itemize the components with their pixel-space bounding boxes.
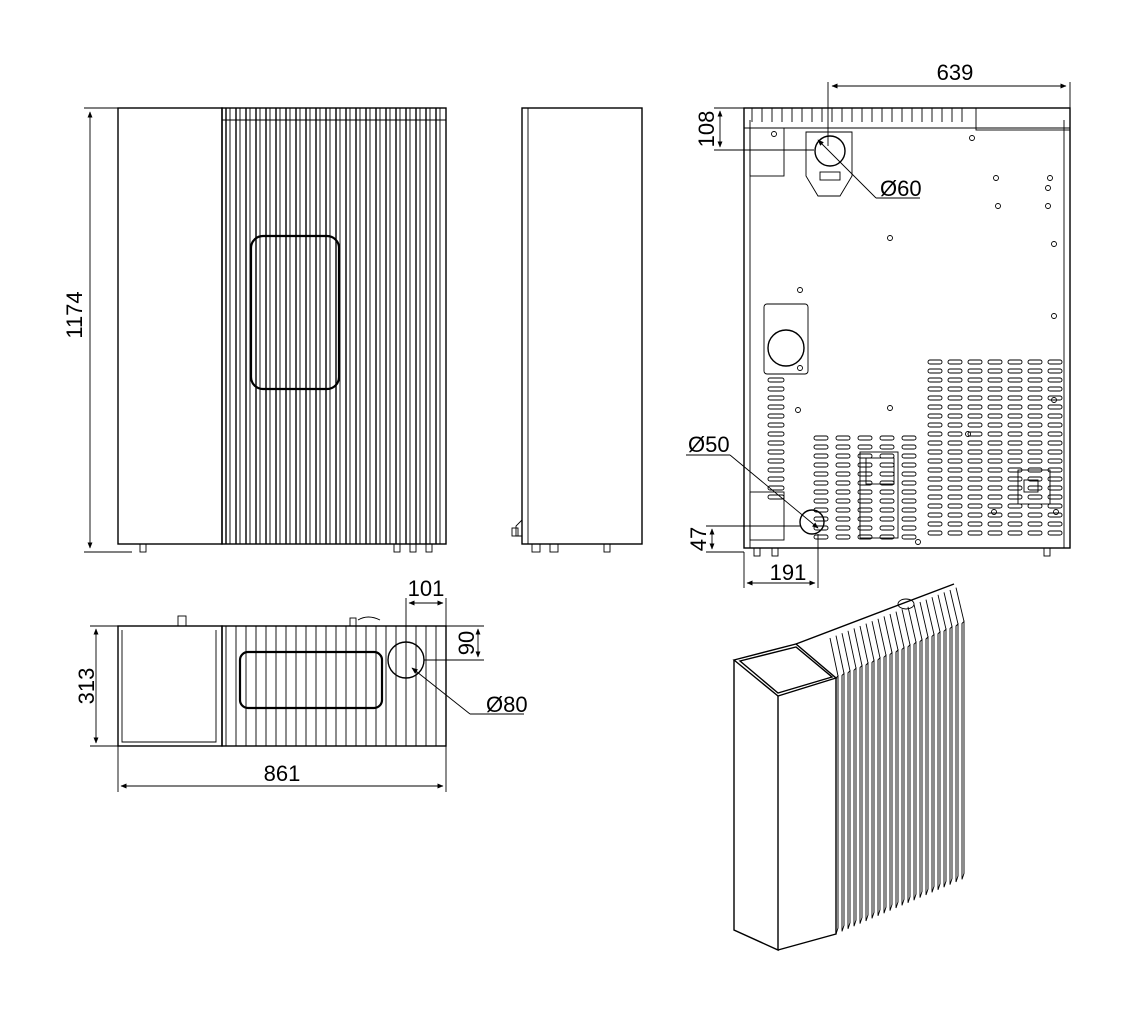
side-feet — [531, 543, 611, 553]
dim-top-flue-x-label: 101 — [408, 576, 445, 601]
dim-top-width: 861 — [117, 746, 447, 792]
dim-top-flue-y: 90 — [424, 625, 484, 661]
dim-top-width-label: 861 — [264, 761, 301, 786]
dim-height: 1174 — [62, 107, 132, 553]
dim-rear-flue-label: Ø60 — [880, 176, 922, 201]
dim-rear-top-offset-label: 108 — [694, 111, 719, 148]
isometric-view — [732, 583, 965, 952]
dim-rear-inlet: Ø50 — [686, 432, 819, 529]
dim-rear-depth-label: 639 — [937, 60, 974, 85]
dim-rear-flue: Ø60 — [817, 139, 922, 201]
rear-view: 639 108 Ø60 Ø50 47 — [686, 60, 1071, 588]
front-feet — [139, 543, 433, 553]
front-view: 1174 — [62, 107, 447, 553]
dim-top-flue-diameter: Ø80 — [411, 667, 528, 717]
dim-top-depth-label: 313 — [74, 668, 99, 705]
dim-height-label: 1174 — [62, 291, 87, 338]
dim-rear-bottom: 47 — [686, 525, 800, 553]
top-view: 101 90 Ø80 313 861 — [74, 576, 528, 792]
rear-electrical-panel — [859, 451, 1051, 539]
dim-top-flue-x: 101 — [405, 576, 447, 642]
rear-vent-slots — [767, 359, 1063, 540]
dim-top-depth: 313 — [74, 625, 118, 747]
dim-rear-inlet-label: Ø50 — [688, 432, 730, 457]
rear-feet — [753, 547, 1051, 557]
dim-rear-depth: 639 — [827, 60, 1071, 146]
dim-rear-bottom-label: 47 — [686, 527, 711, 551]
dim-top-flue-y-label: 90 — [454, 631, 479, 655]
rear-air-inlet — [749, 491, 825, 541]
dim-rear-side-label: 191 — [770, 560, 807, 585]
dim-top-flue-diameter-label: Ø80 — [486, 692, 528, 717]
rear-upper-opening — [763, 303, 809, 375]
rear-flue-outlet — [805, 131, 853, 197]
front-window — [249, 234, 341, 391]
dim-rear-side: 191 — [743, 534, 819, 588]
top-fins — [225, 626, 437, 746]
isometric-fins — [829, 587, 965, 935]
rear-screws — [771, 131, 1059, 545]
side-view — [511, 107, 643, 553]
dim-rear-top-offset: 108 — [694, 107, 814, 151]
rear-top-fins — [751, 108, 963, 122]
front-fins — [225, 108, 441, 544]
